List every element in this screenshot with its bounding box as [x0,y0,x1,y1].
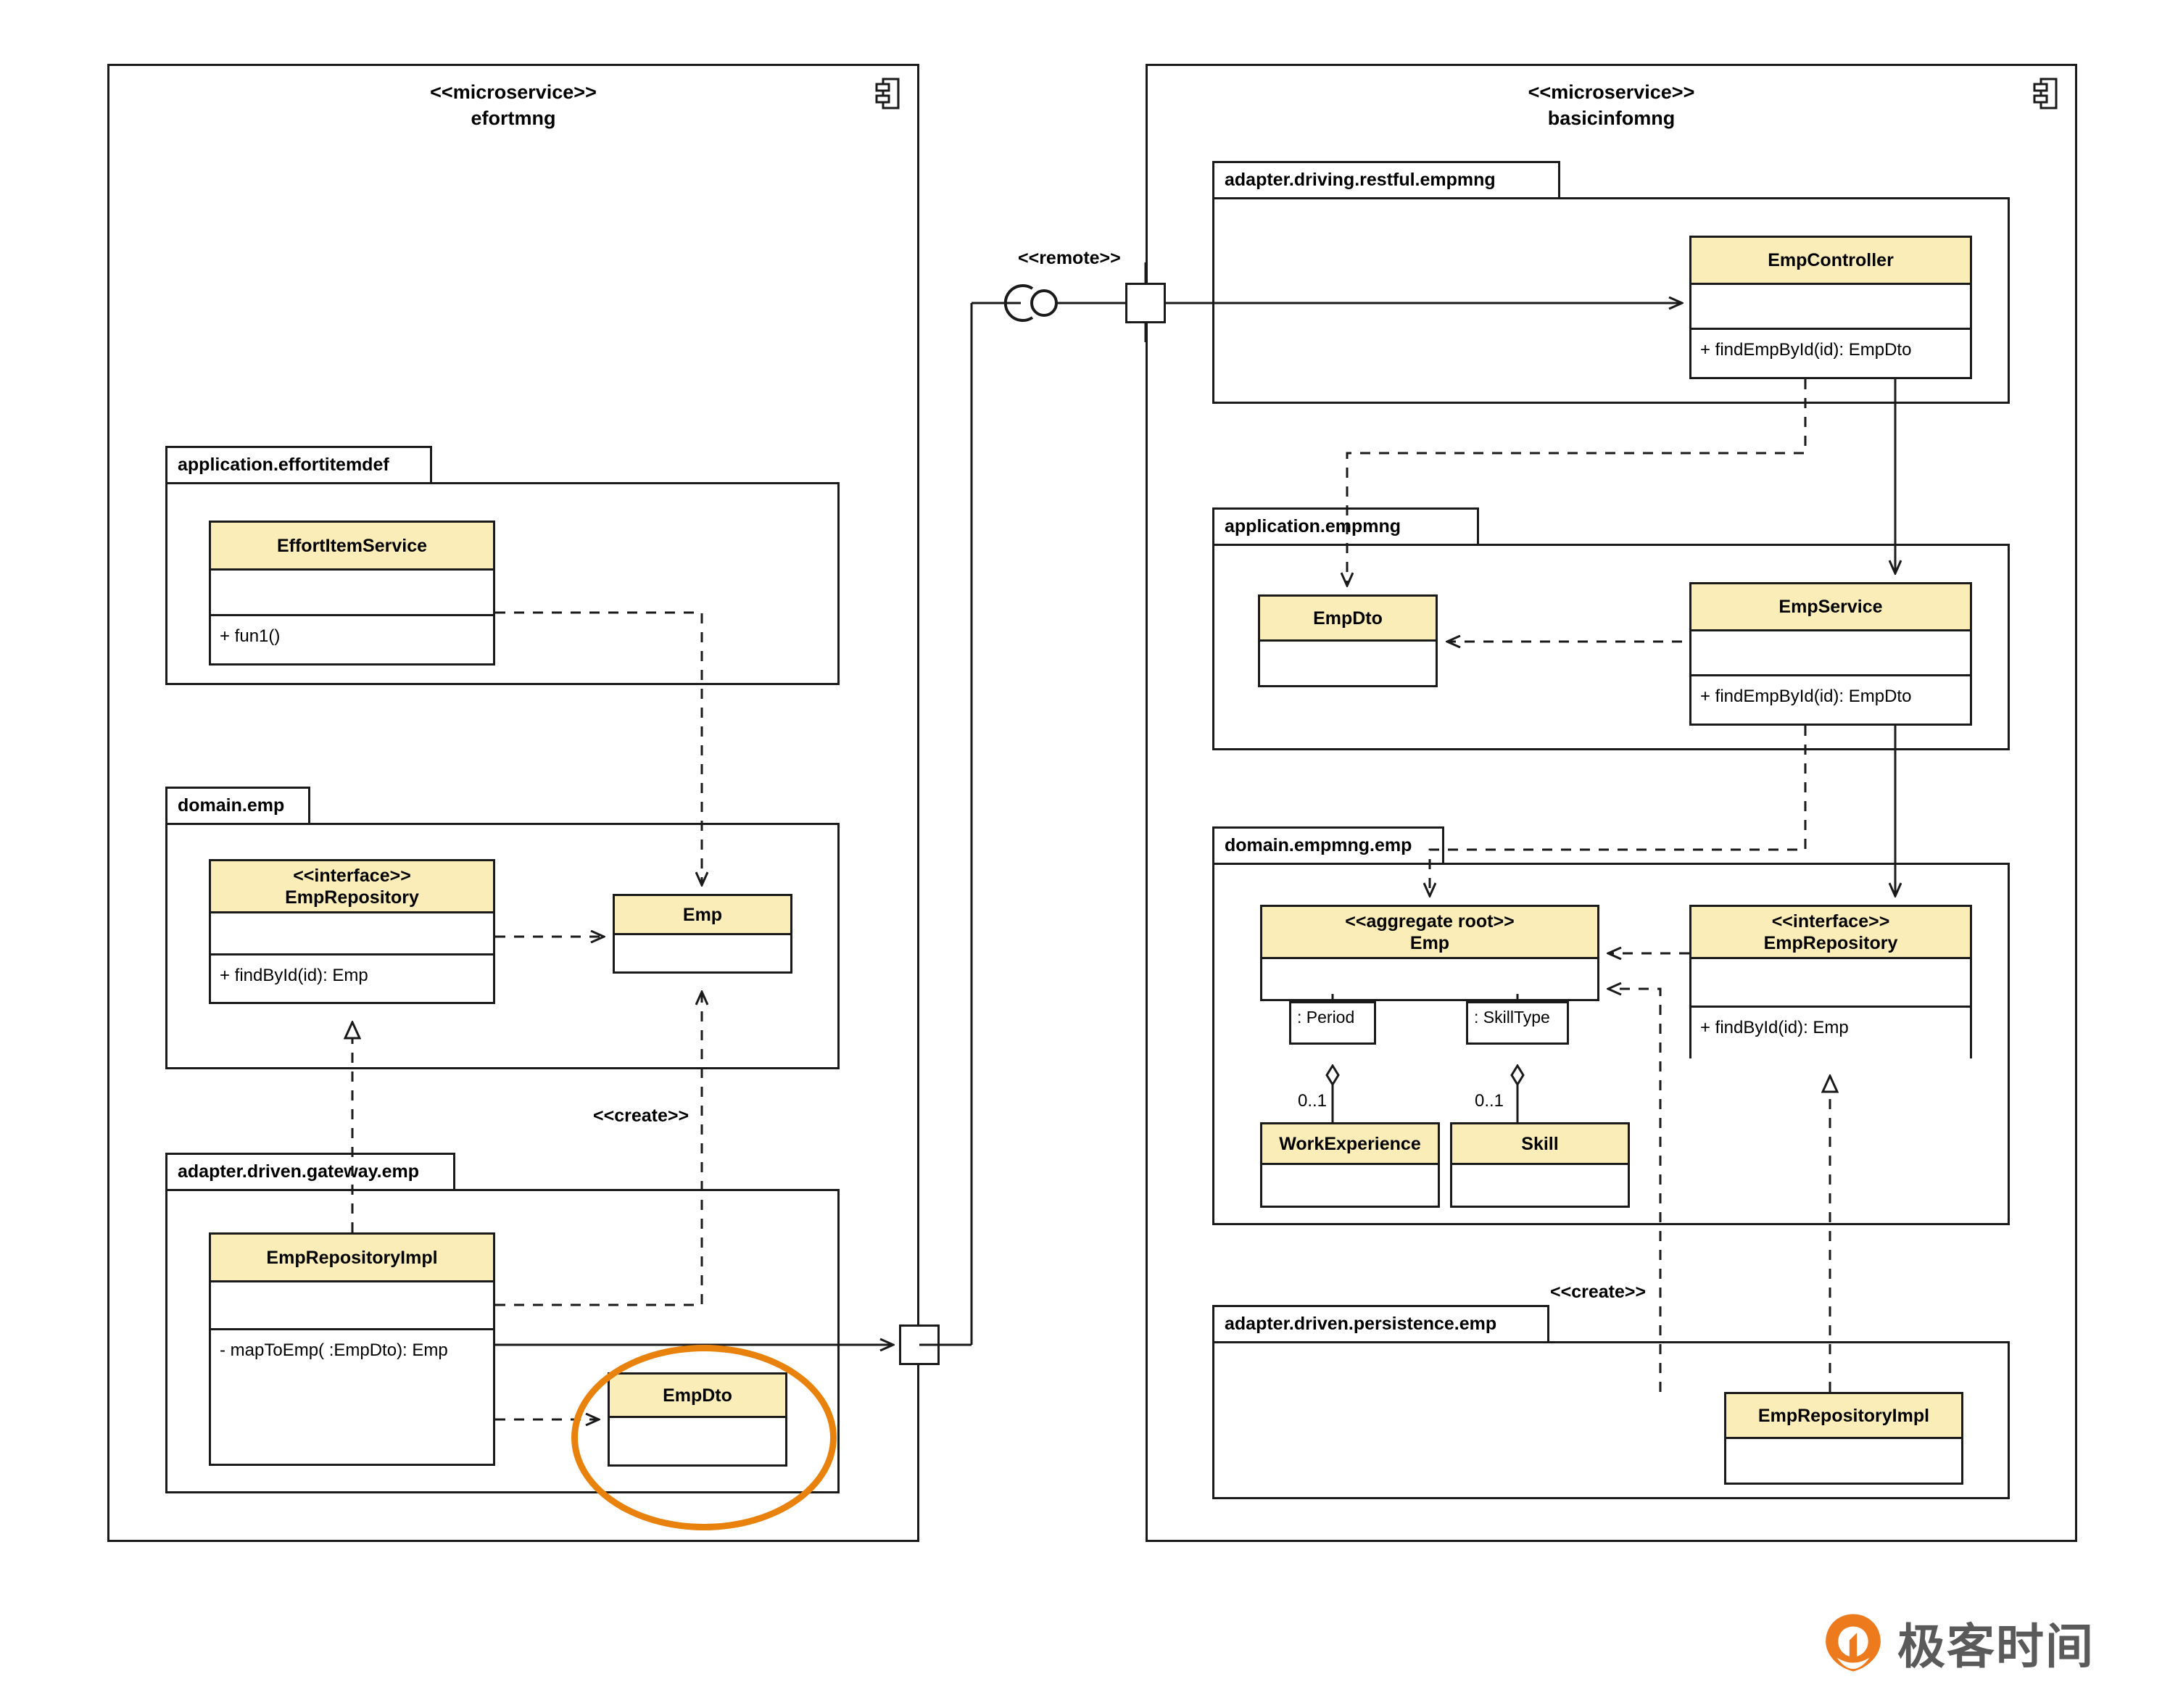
multiplicity-skilltype: 0..1 [1475,1091,1504,1111]
class-skill[interactable]: Skill [1450,1122,1630,1208]
port-basicinfomng-remote[interactable] [1125,283,1166,323]
class-name: EmpRepositoryImpl [266,1247,438,1268]
class-operations: + findById(id): Emp [1691,1008,1970,1058]
class-header: EffortItemService [211,523,493,571]
class-name: EmpDto [1313,608,1383,629]
package-label: application.effortitemdef [178,455,389,475]
class-body [615,935,790,971]
class-operations: + fun1() [211,616,493,663]
class-name: EmpService [1778,597,1883,617]
package-label: domain.emp [178,795,285,816]
class-emprepository-left[interactable]: <<interface>> EmpRepository + findById(i… [209,859,495,1004]
class-name: WorkExperience [1279,1133,1421,1154]
package-tab: adapter.driving.restful.empmng [1212,161,1560,197]
operation: + findById(id): Emp [220,966,368,985]
class-attributes [1691,959,1970,1008]
class-operations: + findById(id): Emp [211,955,493,1002]
multiplicity-period: 0..1 [1298,1091,1328,1111]
class-header: Emp [615,896,790,935]
class-body [1726,1439,1961,1483]
class-header: EmpController [1691,238,1970,285]
component-icon [2033,78,2058,109]
class-header: <<aggregate root>> Emp [1262,907,1597,959]
class-emp-left[interactable]: Emp [613,894,792,974]
class-header: EmpRepositoryImpl [1726,1394,1961,1439]
port-efortmng-remote[interactable] [899,1324,940,1365]
package-tab: adapter.driven.gateway.emp [165,1153,455,1189]
right-service-name: basicinfomng [1547,107,1676,129]
assembly-connector-remote [919,262,1147,1346]
component-icon [875,78,900,109]
left-service-stereotype: <<microservice>> [430,81,597,103]
package-tab: adapter.driven.persistence.emp [1212,1305,1549,1341]
class-operations: + findEmpById(id): EmpDto [1691,330,1970,376]
class-emprepository-right[interactable]: <<interface>> EmpRepository + findById(i… [1689,905,1972,1058]
class-name: EmpRepository [285,887,419,908]
package-label: application.empmng [1225,516,1401,536]
class-operations: - mapToEmp( :EmpDto): Emp [211,1330,493,1464]
class-attributes [211,1282,493,1330]
package-tab: domain.emp [165,787,310,823]
role-period: : Period [1289,1001,1376,1045]
class-header: Skill [1452,1124,1628,1165]
class-attributes [1691,631,1970,676]
role-skilltype: : SkillType [1466,1001,1569,1045]
class-name: Emp [1409,932,1450,953]
class-stereotype: <<aggregate root>> [1345,911,1515,932]
label-remote: <<remote>> [1018,248,1121,268]
class-emprepositoryimpl-right[interactable]: EmpRepositoryImpl [1724,1392,1963,1485]
class-effortitemservice[interactable]: EffortItemService + fun1() [209,521,495,666]
watermark-text: 极客时间 [1897,1620,2095,1673]
class-name: Skill [1521,1133,1559,1154]
operation: + findEmpById(id): EmpDto [1700,687,1912,706]
class-attributes [211,913,493,955]
class-name: EffortItemService [276,535,428,556]
class-empdto-right[interactable]: EmpDto [1258,594,1438,687]
package-label: adapter.driven.gateway.emp [178,1161,419,1182]
package-label: adapter.driving.restful.empmng [1225,170,1496,190]
operation: + findEmpById(id): EmpDto [1700,340,1912,360]
class-name: EmpRepositoryImpl [1757,1405,1930,1426]
operation: - mapToEmp( :EmpDto): Emp [220,1340,448,1360]
class-stereotype: <<interface>> [293,865,411,886]
label-create-right: <<create>> [1550,1282,1647,1302]
left-service-name: efortmng [471,107,556,129]
class-body [1260,642,1436,685]
class-header: WorkExperience [1262,1124,1438,1165]
class-empcontroller[interactable]: EmpController + findEmpById(id): EmpDto [1689,236,1972,379]
class-name: EmpRepository [1763,932,1898,953]
class-body [1262,1165,1438,1206]
package-tab: application.empmng [1212,507,1479,544]
class-body [1452,1165,1628,1206]
role-label: : Period [1297,1008,1355,1027]
package-tab: domain.empmng.emp [1212,826,1444,863]
class-attributes [211,571,493,616]
package-label: adapter.driven.persistence.emp [1225,1314,1497,1334]
class-name: EmpController [1768,250,1894,270]
class-header: EmpDto [1260,597,1436,642]
label-create-left: <<create>> [593,1106,689,1126]
package-tab: application.effortitemdef [165,446,432,482]
operation: + fun1() [220,626,281,646]
class-workexperience[interactable]: WorkExperience [1260,1122,1440,1208]
watermark: 极客时间 [1822,1608,2095,1678]
class-header: EmpService [1691,584,1970,631]
package-label: domain.empmng.emp [1225,835,1412,855]
highlight-ellipse-empdto [571,1345,837,1530]
right-service-stereotype: <<microservice>> [1528,81,1695,103]
class-header: EmpRepositoryImpl [211,1235,493,1282]
class-stereotype: <<interface>> [1771,911,1890,932]
class-empservice[interactable]: EmpService + findEmpById(id): EmpDto [1689,582,1972,726]
role-label: : SkillType [1474,1008,1550,1027]
geektime-logo-icon [1826,1614,1881,1672]
class-header: <<interface>> EmpRepository [1691,907,1970,959]
class-name: Emp [682,904,723,925]
operation: + findById(id): Emp [1700,1018,1849,1037]
class-emp-aggregate-root[interactable]: <<aggregate root>> Emp [1260,905,1599,1001]
class-body [1262,959,1597,999]
class-operations: + findEmpById(id): EmpDto [1691,676,1970,723]
class-header: <<interface>> EmpRepository [211,861,493,913]
class-attributes [1691,285,1970,330]
class-emprepositoryimpl-left[interactable]: EmpRepositoryImpl - mapToEmp( :EmpDto): … [209,1232,495,1466]
